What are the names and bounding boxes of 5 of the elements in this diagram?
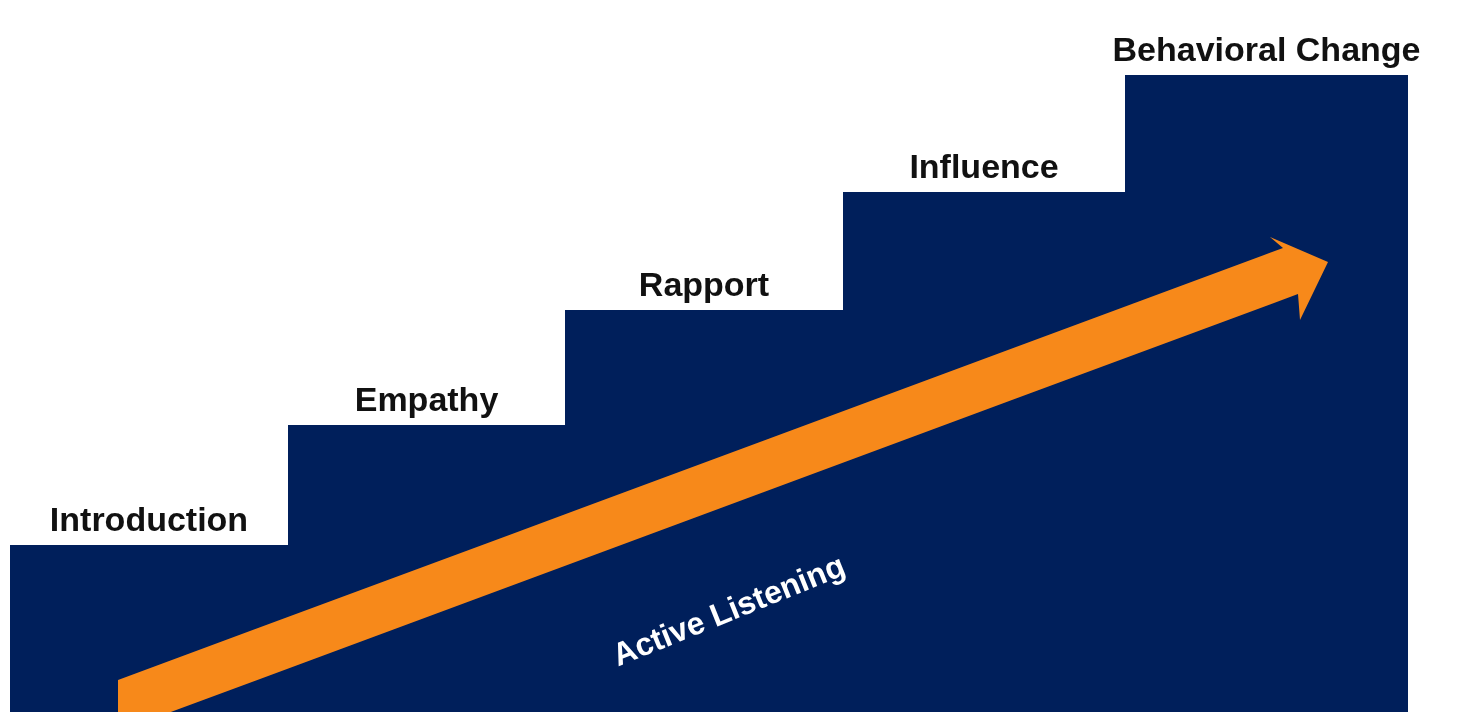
- step-label: Empathy: [354, 379, 499, 419]
- step-label: Introduction: [49, 499, 249, 539]
- step-label: Influence: [909, 146, 1059, 186]
- step-label: Behavioral Change: [1112, 29, 1421, 69]
- step-label: Rapport: [638, 264, 770, 304]
